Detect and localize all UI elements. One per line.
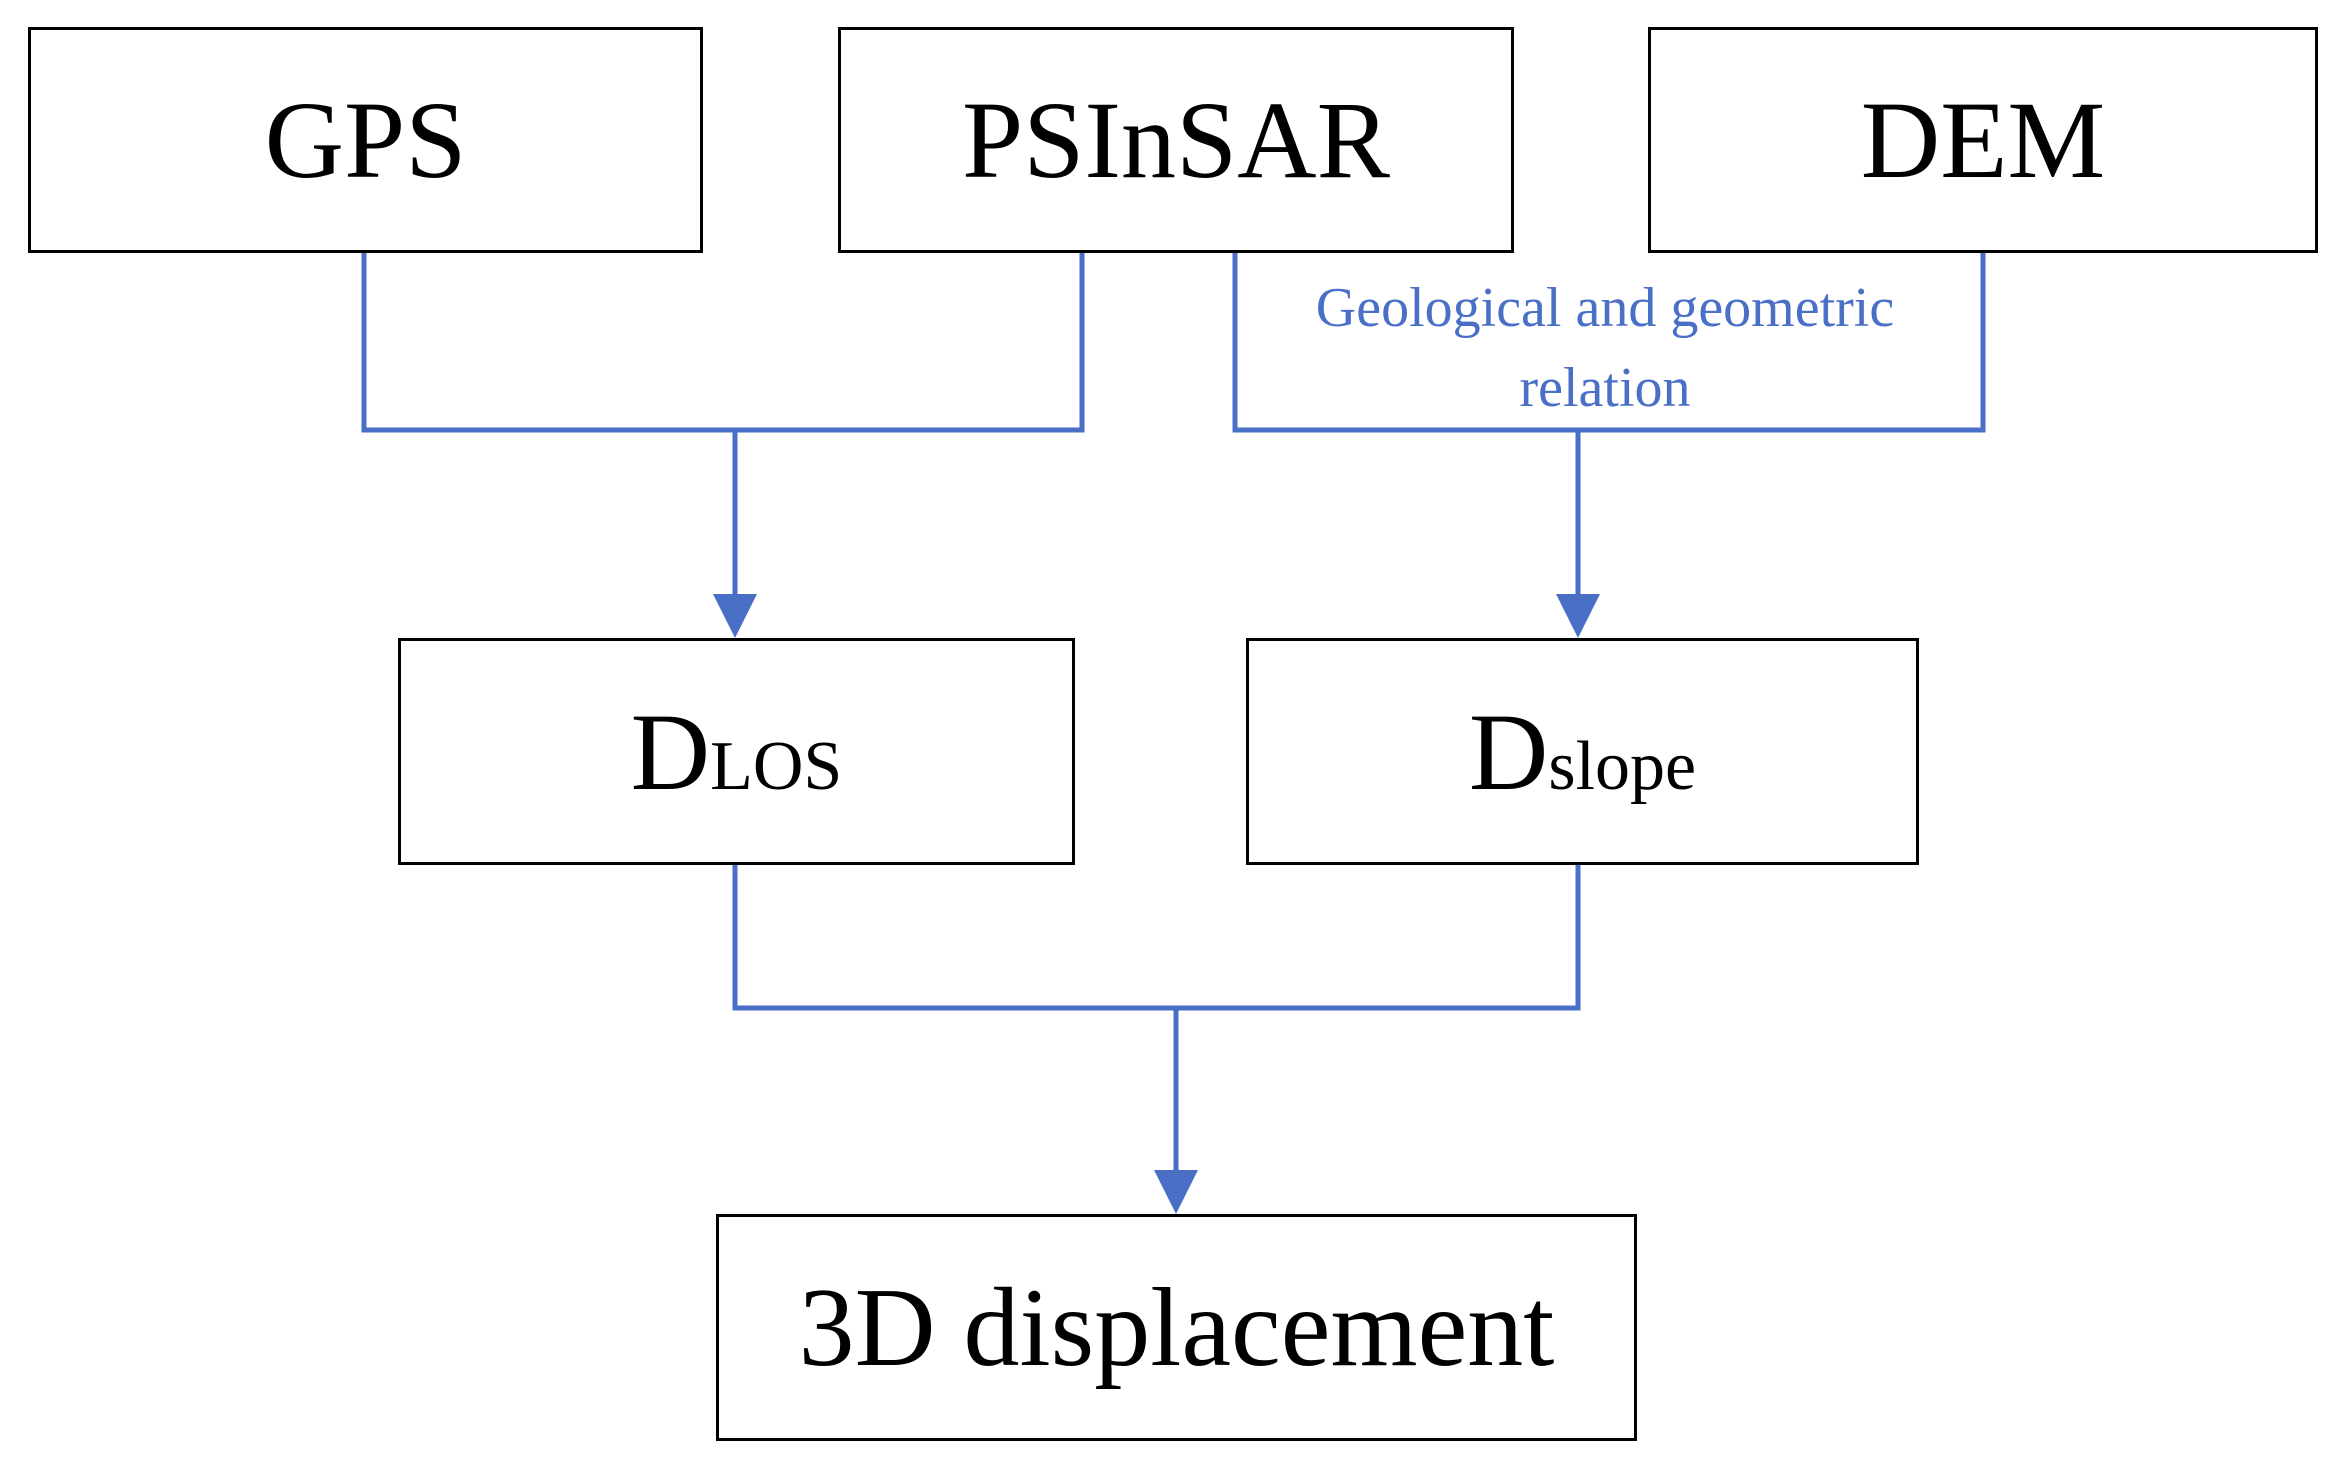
node-3d-displacement: 3D displacement <box>716 1214 1637 1441</box>
arrow-to-3d <box>1154 1170 1198 1214</box>
node-dem-label: DEM <box>1860 79 2106 201</box>
connector-psinsar-dem-to-dslope <box>1232 253 1986 433</box>
node-3d-displacement-label: 3D displacement <box>798 1265 1555 1390</box>
edge-label-line2: relation <box>1519 357 1691 419</box>
node-gps-label: GPS <box>264 79 467 201</box>
node-psinsar-label: PSInSAR <box>962 79 1390 201</box>
node-dslope-subscript: slope <box>1548 727 1697 805</box>
edge-label-geological-geometric-relation: Geological and geometric relation <box>1240 268 1970 428</box>
node-dslope-label: Dslope <box>1469 697 1696 807</box>
node-dslope: Dslope <box>1246 638 1919 865</box>
node-dlos: DLOS <box>398 638 1075 865</box>
connector-gps-psinsar-to-dlos <box>361 253 1085 433</box>
node-dlos-main: D <box>630 690 711 813</box>
arrow-to-dslope <box>1556 594 1600 638</box>
node-dem: DEM <box>1648 27 2318 253</box>
node-gps: GPS <box>28 27 703 253</box>
arrow-to-dlos <box>713 594 757 638</box>
node-dlos-label: DLOS <box>631 697 843 807</box>
edge-label-line1: Geological and geometric <box>1315 277 1895 339</box>
node-psinsar: PSInSAR <box>838 27 1514 253</box>
node-dlos-subscript: LOS <box>710 727 843 805</box>
node-dslope-main: D <box>1468 690 1549 813</box>
connector-dlos-dslope-to-3d <box>732 865 1581 1011</box>
